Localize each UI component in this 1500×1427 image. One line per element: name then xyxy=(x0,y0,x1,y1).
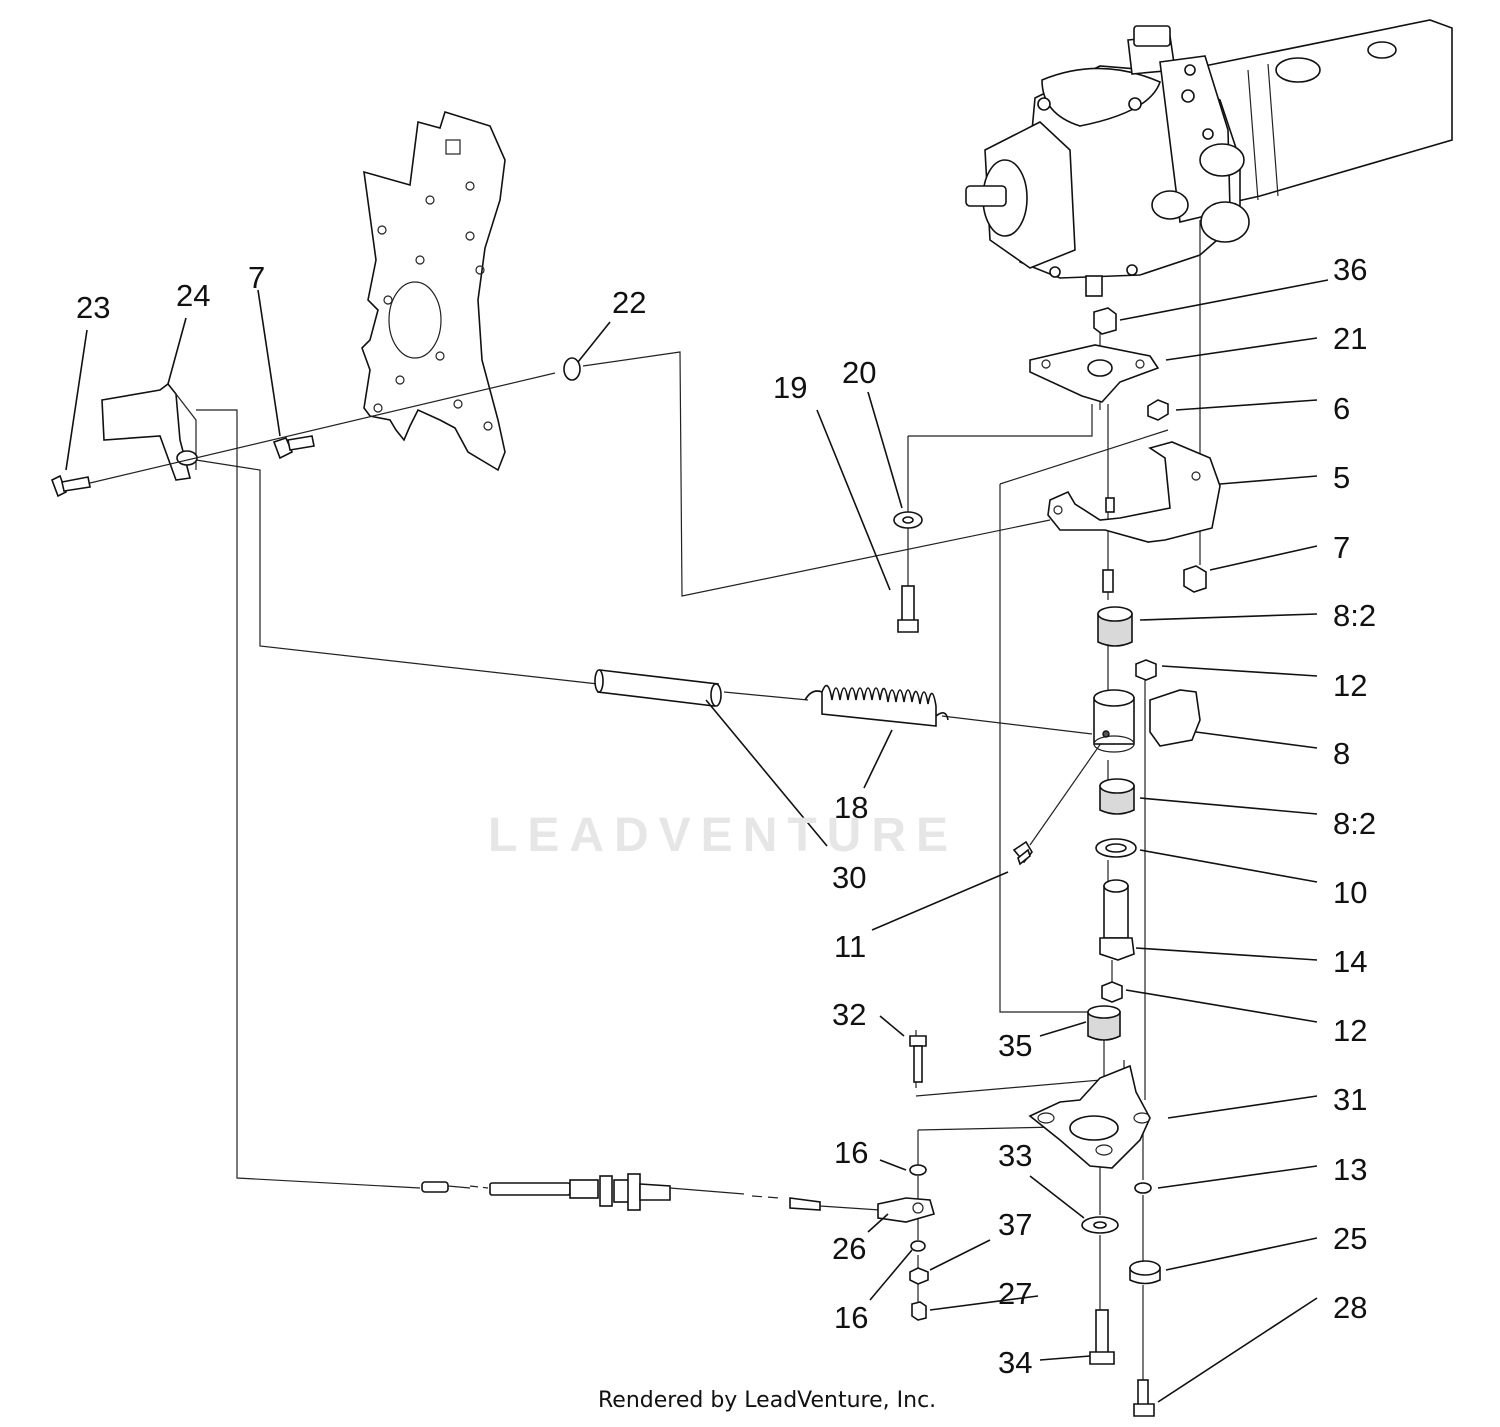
bracket-24-drawing xyxy=(50,357,581,498)
callout-11: 11 xyxy=(834,929,867,964)
callout-8-2: 8:2 xyxy=(1333,598,1377,633)
callout-8-2: 8:2 xyxy=(1333,806,1377,841)
callout-16: 16 xyxy=(834,1300,869,1335)
callout-19: 19 xyxy=(773,370,808,405)
leader-lines xyxy=(195,220,1201,1380)
callout-12: 12 xyxy=(1333,668,1368,703)
callout-32: 32 xyxy=(832,997,867,1032)
callout-31: 31 xyxy=(1333,1082,1368,1117)
callout-21: 21 xyxy=(1333,321,1368,356)
callout-10: 10 xyxy=(1333,875,1368,910)
callout-22: 22 xyxy=(612,285,647,320)
callout-12: 12 xyxy=(1333,1013,1368,1048)
callout-20: 20 xyxy=(842,355,877,390)
callout-27: 27 xyxy=(998,1276,1033,1311)
control-cable-drawing xyxy=(421,1173,935,1223)
hydraulic-pump-drawing xyxy=(965,19,1453,297)
mounting-plate-drawing xyxy=(361,110,506,472)
fasteners-drawing xyxy=(893,511,929,1321)
callout-24: 24 xyxy=(176,278,211,313)
callout-6: 6 xyxy=(1333,391,1351,426)
callout-37: 37 xyxy=(998,1207,1033,1242)
callout-26: 26 xyxy=(832,1231,867,1266)
watermark: LEADVENTURE xyxy=(488,809,959,862)
callout-leaders xyxy=(65,279,1329,1403)
callout-35: 35 xyxy=(998,1028,1033,1063)
grease-fitting-drawing xyxy=(1012,840,1033,866)
callout-33: 33 xyxy=(998,1138,1033,1173)
callout-23: 23 xyxy=(76,290,111,325)
callout-30: 30 xyxy=(832,860,867,895)
callout-36: 36 xyxy=(1333,252,1368,287)
callout-34: 34 xyxy=(998,1345,1033,1380)
render-credit: Rendered by LeadVenture, Inc. xyxy=(598,1388,937,1413)
spring-sleeve-drawing xyxy=(594,669,949,727)
callout-13: 13 xyxy=(1333,1152,1368,1187)
callout-25: 25 xyxy=(1333,1221,1368,1256)
callout-14: 14 xyxy=(1333,944,1368,979)
pivot-stack-drawing xyxy=(1028,307,1221,1417)
callout-5: 5 xyxy=(1333,460,1351,495)
callout-8: 8 xyxy=(1333,736,1351,771)
callout-28: 28 xyxy=(1333,1290,1368,1325)
callout-16: 16 xyxy=(834,1135,869,1170)
callout-18: 18 xyxy=(834,790,869,825)
callout-7: 7 xyxy=(248,260,266,295)
callout-7: 7 xyxy=(1333,530,1351,565)
